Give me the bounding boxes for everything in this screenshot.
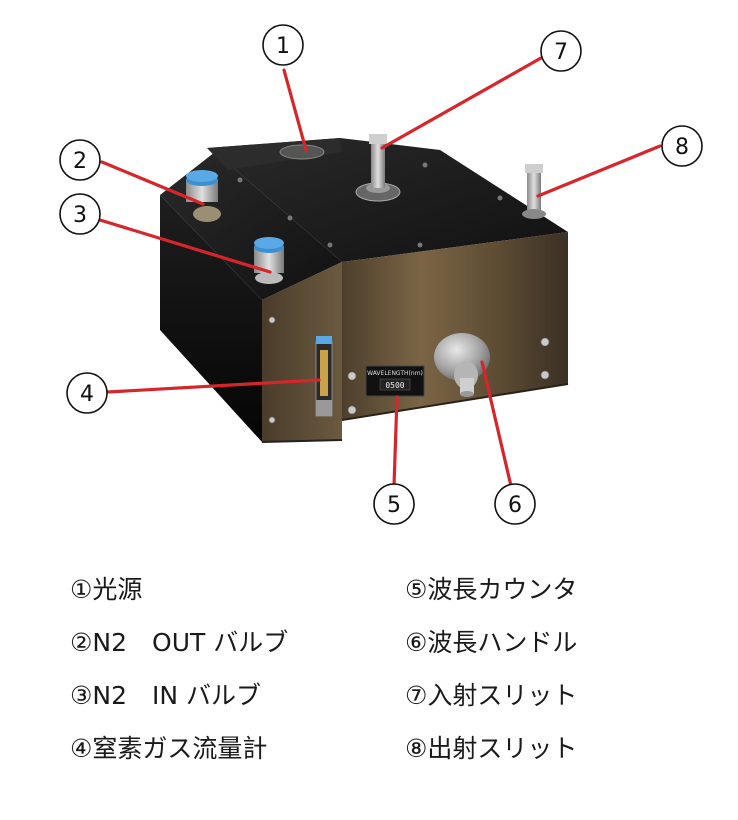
counter-label: WAVELENGTH(nm) bbox=[367, 370, 423, 377]
legend-label: 入射スリット bbox=[427, 681, 578, 710]
left-side-panel bbox=[160, 195, 262, 442]
legend-mark: ① bbox=[70, 575, 93, 604]
wavelength-counter: WAVELENGTH(nm) 0500 bbox=[365, 365, 425, 397]
legend-label: N2 OUT バルブ bbox=[92, 628, 289, 657]
legend-mark: ⑧ bbox=[405, 734, 428, 763]
lamp-port bbox=[279, 144, 325, 160]
legend-label: 光源 bbox=[92, 575, 143, 604]
legend-label: N2 IN バルブ bbox=[92, 681, 262, 710]
leader-line-3 bbox=[98, 218, 272, 274]
callout-8: 8 bbox=[661, 125, 703, 167]
legend-left: ①光源 ②N2 OUT バルブ ③N2 IN バルブ ④窒素ガス流量計 bbox=[70, 575, 288, 787]
callout-num: 8 bbox=[675, 135, 689, 160]
monochromator-diagram: WAVELENGTH(nm) 0500 1 2 bbox=[59, 24, 703, 525]
callout-2: 2 bbox=[59, 139, 101, 181]
callout-num: 4 bbox=[80, 382, 94, 407]
legend-mark: ② bbox=[70, 628, 93, 657]
legend-item-n2-in-valve: ③N2 IN バルブ bbox=[70, 681, 288, 711]
leader-lines bbox=[98, 56, 662, 488]
legend-item-entrance-slit: ⑦入射スリット bbox=[405, 681, 577, 711]
legend-item-n2-out-valve: ②N2 OUT バルブ bbox=[70, 628, 288, 658]
n2-in-valve bbox=[254, 237, 284, 284]
legend-item-exit-slit: ⑧出射スリット bbox=[405, 734, 577, 764]
callout-6: 6 bbox=[494, 483, 536, 525]
callout-num: 7 bbox=[554, 40, 568, 65]
legend-mark: ⑤ bbox=[405, 575, 428, 604]
callout-7: 7 bbox=[540, 30, 582, 72]
wavelength-handle bbox=[434, 333, 490, 397]
callout-1: 1 bbox=[262, 24, 304, 66]
leader-line-2 bbox=[100, 160, 205, 206]
leader-line-7 bbox=[380, 56, 543, 150]
callout-num: 6 bbox=[508, 493, 522, 518]
callout-4: 4 bbox=[66, 372, 108, 414]
legend-label: 出射スリット bbox=[427, 734, 578, 763]
legend-item-flowmeter: ④窒素ガス流量計 bbox=[70, 734, 288, 764]
leader-line-4 bbox=[106, 378, 321, 394]
legend-mark: ⑦ bbox=[405, 681, 428, 710]
callout-num: 3 bbox=[73, 203, 87, 228]
callouts: 1 2 3 4 5 6 7 8 bbox=[59, 24, 703, 525]
legend-label: 窒素ガス流量計 bbox=[92, 734, 268, 763]
legend-item-light-source: ①光源 bbox=[70, 575, 288, 605]
callout-3: 3 bbox=[59, 193, 101, 235]
leader-line-6 bbox=[480, 360, 513, 488]
legend-mark: ④ bbox=[70, 734, 93, 763]
entrance-slit-rod bbox=[371, 140, 385, 188]
callout-num: 2 bbox=[73, 149, 87, 174]
legend-mark: ⑥ bbox=[405, 628, 428, 657]
callout-5: 5 bbox=[373, 483, 415, 525]
legend-mark: ③ bbox=[70, 681, 93, 710]
legend-label: 波長ハンドル bbox=[427, 628, 578, 657]
counter-digits: 0500 bbox=[385, 381, 404, 390]
n2-out-valve bbox=[186, 170, 221, 222]
leader-line-8 bbox=[536, 144, 662, 198]
legend-item-wavelength-counter: ⑤波長カウンタ bbox=[405, 575, 577, 605]
monochromator-device: WAVELENGTH(nm) 0500 bbox=[160, 134, 569, 443]
exit-slit-rod bbox=[527, 170, 541, 212]
callout-num: 5 bbox=[387, 493, 401, 518]
leader-line-1 bbox=[282, 68, 308, 152]
legend-item-wavelength-handle: ⑥波長ハンドル bbox=[405, 628, 577, 658]
legend-label: 波長カウンタ bbox=[427, 575, 578, 604]
nitrogen-flowmeter bbox=[315, 336, 333, 417]
legend-right: ⑤波長カウンタ ⑥波長ハンドル ⑦入射スリット ⑧出射スリット bbox=[405, 575, 577, 787]
callout-num: 1 bbox=[276, 34, 290, 59]
leader-line-5 bbox=[392, 395, 399, 488]
